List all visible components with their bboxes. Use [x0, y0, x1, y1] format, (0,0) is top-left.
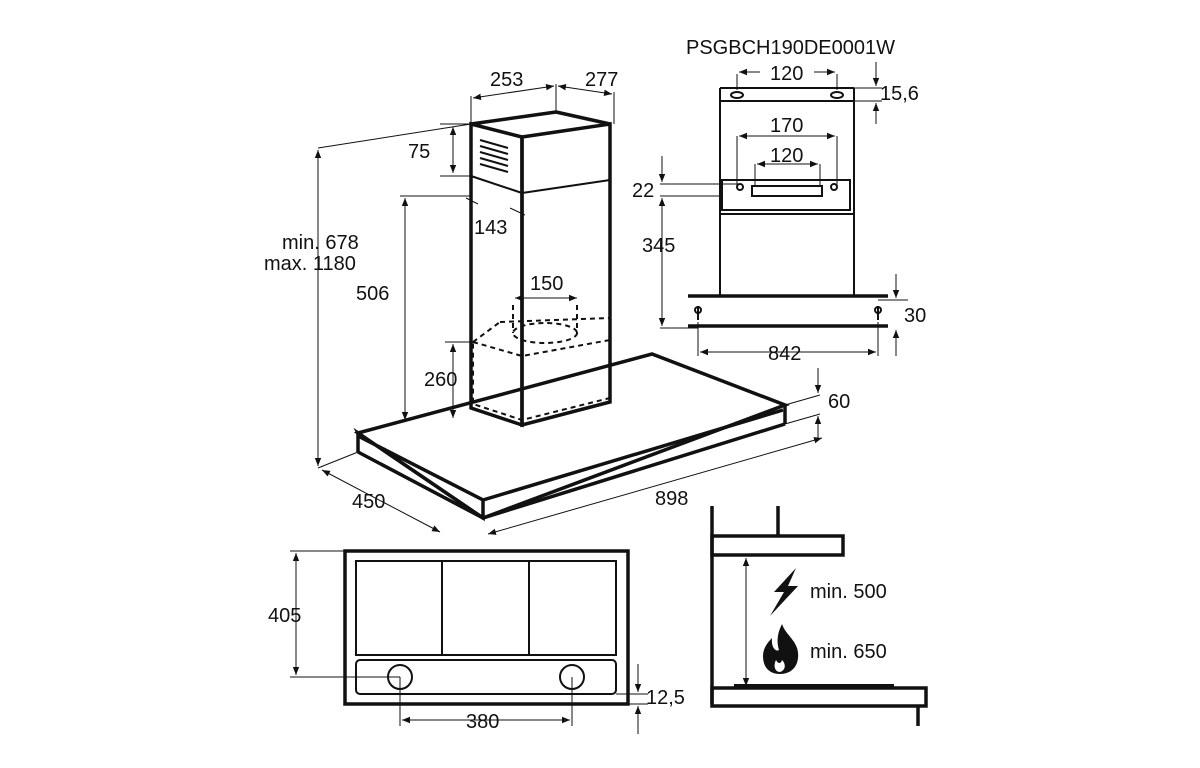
clearance-geometry [710, 506, 928, 726]
lightning-icon [770, 568, 798, 616]
height-max-label: max. 1180 [264, 253, 356, 275]
bottom-dimension-lines [290, 550, 648, 734]
flame-icon [763, 624, 799, 674]
clearance-view: min. 500 min. 650 [710, 506, 928, 726]
bottom-depth-label: 405 [268, 605, 301, 627]
duct-diameter-label: 150 [530, 273, 563, 295]
canopy-depth-label: 450 [352, 491, 385, 513]
main-view: 253 277 75 143 min. 678 max. 1180 506 15… [264, 69, 850, 535]
bracket-offset-label: 22 [632, 180, 654, 202]
vent-height-label: 75 [408, 141, 430, 163]
bottom-view: 405 380 12,5 [268, 549, 685, 734]
bracket-height-label: 345 [642, 235, 675, 257]
top-offset-label: 15,6 [880, 83, 919, 105]
gas-clearance-label: min. 650 [810, 641, 887, 663]
vent-grille [479, 139, 509, 173]
chimney-depth-label: 277 [585, 69, 618, 91]
filter-height-label: 260 [424, 369, 457, 391]
chimney-width-label: 253 [490, 69, 523, 91]
electric-clearance-label: min. 500 [810, 581, 887, 603]
bottom-hole-spacing-label: 842 [768, 343, 801, 365]
height-min-label: min. 678 [282, 232, 359, 254]
top-hole-spacing-label: 120 [770, 63, 803, 85]
bracket-dimension-lines [658, 62, 908, 356]
chimney [469, 110, 612, 428]
bracket-frame [688, 87, 888, 328]
bottom-offset-label: 30 [904, 305, 926, 327]
main-dimension-lines [314, 84, 823, 535]
canopy-width-label: 898 [655, 488, 688, 510]
canopy-thickness-label: 60 [828, 391, 850, 413]
bracket-outer-label: 170 [770, 115, 803, 137]
filter-box [472, 305, 611, 422]
light-spacing-label: 380 [466, 711, 499, 733]
bottom-panel [343, 549, 630, 706]
vent-offset-label: 143 [474, 217, 507, 239]
bracket-inner-label: 120 [770, 145, 803, 167]
light-offset-label: 12,5 [646, 687, 685, 709]
model-code: PSGBCH190DE0001W [686, 37, 895, 59]
bracket-view: PSGBCH190DE0001W [632, 37, 926, 365]
chimney-height-label: 506 [356, 283, 389, 305]
canopy [353, 352, 790, 522]
